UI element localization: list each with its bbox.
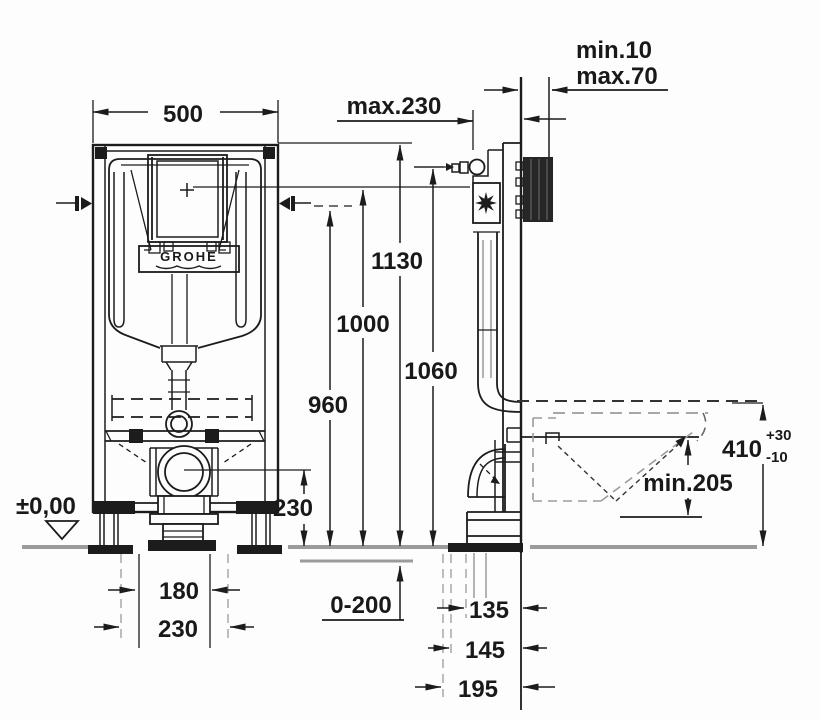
dim-feet-spans [94, 586, 254, 631]
floor-line [22, 545, 757, 563]
label-bowl-height-tol-plus: +30 [766, 427, 791, 444]
label-drain-offset-1: 135 [469, 597, 509, 624]
flush-pipe [160, 274, 198, 438]
frame-feet [88, 514, 282, 648]
wall-covering-block [515, 157, 553, 222]
dimension-labels: 500 max.230 min.10 max.70 1130 1000 960 … [16, 37, 791, 703]
outlet-elbow [467, 440, 521, 512]
dim-foot-adjust [322, 565, 404, 621]
label-feet-inner: 180 [159, 578, 199, 605]
flush-valve-unit [472, 182, 501, 233]
label-water-height: 960 [308, 392, 348, 419]
label-valve-height: 1060 [404, 358, 457, 385]
drain-socket [149, 445, 311, 499]
label-foot-adjust: 0-200 [330, 592, 391, 619]
label-frame-height: 1130 [371, 248, 423, 275]
side-foot [448, 511, 523, 710]
label-frame-width: 500 [163, 101, 203, 128]
water-connection-left [56, 196, 92, 211]
down-pipe [477, 232, 522, 443]
label-wall-cover-max: max.70 [576, 63, 657, 90]
brand-label-text: GROHE [160, 249, 218, 264]
label-drain-offset-2: 145 [465, 637, 505, 664]
floor-level-symbol [43, 520, 81, 541]
toilet-bowl-outline [517, 400, 757, 518]
actuator-opening [147, 154, 231, 254]
label-drain-offset-3: 195 [458, 676, 498, 703]
bottom-rail-outlet [93, 495, 278, 551]
front-view-frame: GROHE [56, 143, 352, 648]
water-connection-right [279, 196, 352, 211]
dim-bowl-height [732, 402, 767, 547]
brand-label: GROHE [138, 245, 240, 273]
label-frame-depth: max.230 [347, 93, 442, 120]
label-bowl-height-tol-minus: -10 [766, 449, 788, 466]
mounting-rail [105, 395, 265, 464]
label-floor-level: ±0,00 [16, 493, 76, 520]
label-actuator-height: 1000 [336, 311, 389, 338]
label-wall-cover-min: min.10 [576, 37, 652, 64]
dim-frame-width [92, 100, 279, 143]
dim-frame-depth [337, 110, 566, 150]
dim-drain-offsets [415, 554, 555, 697]
label-outlet-height: 230 [273, 495, 313, 522]
dimension-lines [92, 86, 767, 697]
label-bowl-clearance: min.205 [643, 470, 732, 497]
label-feet-outer: 230 [158, 616, 198, 643]
label-bowl-height: 410 [722, 436, 762, 463]
